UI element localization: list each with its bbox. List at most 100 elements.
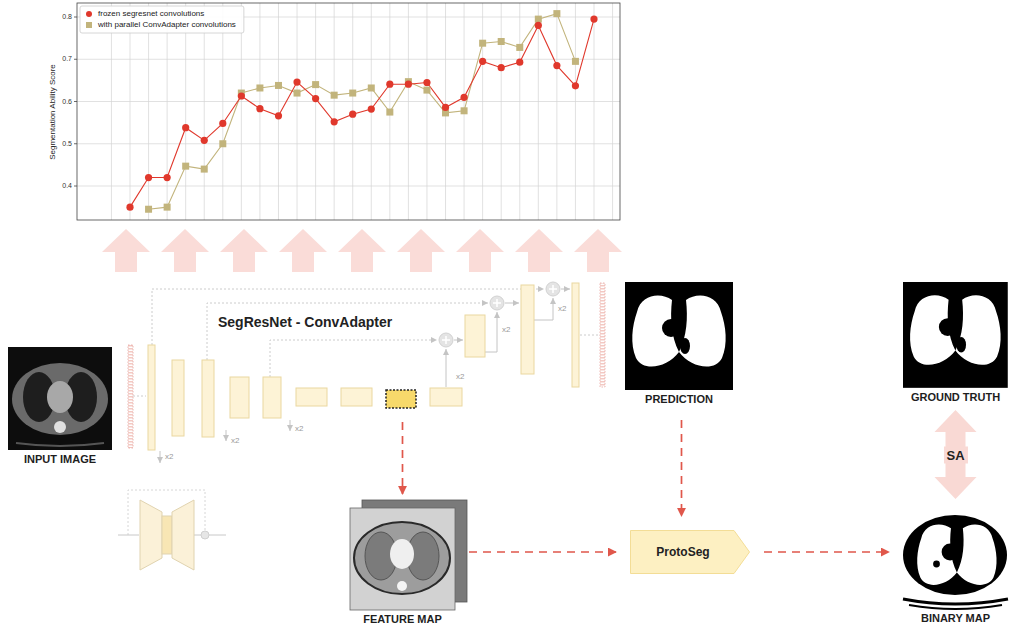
dashed-arrow — [402, 422, 404, 494]
scale-factor: x2 — [558, 304, 566, 314]
dashed-arrow — [764, 551, 889, 553]
series-marker — [331, 92, 338, 99]
feature-block — [521, 285, 534, 374]
edge-label: SA — [943, 446, 967, 463]
skip-line — [270, 340, 437, 377]
grid-line — [77, 186, 620, 187]
series-marker — [182, 163, 189, 170]
dashed-arrow — [681, 420, 683, 516]
scale-factor: x2 — [502, 325, 510, 335]
series-marker — [461, 107, 468, 114]
series-marker — [126, 204, 133, 211]
feature-map-image — [350, 508, 455, 610]
feature-block — [430, 388, 462, 406]
adapter-icon — [118, 490, 226, 570]
up-arrow — [515, 229, 563, 272]
chart-series — [126, 10, 597, 213]
series-marker — [164, 174, 171, 181]
binary-body — [903, 515, 1007, 595]
adapter-mid — [162, 516, 172, 554]
flow-arrow — [454, 340, 463, 341]
image-caption: FEATURE MAP — [363, 613, 442, 626]
series-marker — [293, 78, 300, 85]
mask-hole — [939, 318, 956, 336]
up-arrow — [279, 229, 327, 272]
mask-hole — [956, 337, 966, 353]
legend-swatch — [86, 22, 92, 28]
flow-arrow — [561, 289, 570, 290]
series-marker — [368, 106, 375, 113]
up-arrow — [161, 229, 209, 272]
image-caption: GROUND TRUTH — [911, 391, 1000, 404]
series-marker — [349, 90, 356, 97]
series-line — [130, 19, 594, 207]
series-marker — [182, 124, 189, 131]
image-caption: BINARY MAP — [921, 612, 990, 625]
feature-block — [572, 283, 579, 387]
series-marker — [479, 58, 486, 65]
grid-line — [241, 3, 242, 220]
series-marker — [553, 62, 560, 69]
feature-heart — [390, 539, 414, 569]
tick-mark — [74, 59, 77, 60]
binary-lung-shape — [917, 524, 996, 584]
flow-arrows — [160, 289, 570, 463]
tick-label: 0.8 — [62, 13, 72, 21]
feature-body — [354, 522, 450, 594]
grid-line — [408, 3, 409, 220]
up-arrow — [397, 229, 445, 272]
tick-label: 0.4 — [62, 182, 72, 190]
link-line — [580, 335, 598, 336]
plot-frame — [77, 3, 620, 220]
series-marker — [201, 137, 208, 144]
scale-factor: x2 — [165, 452, 173, 462]
series-marker — [423, 87, 430, 94]
prediction-image — [625, 282, 733, 390]
link-line — [133, 396, 146, 397]
up-arrow — [338, 229, 386, 272]
series-marker — [219, 120, 226, 127]
feature-background — [350, 508, 455, 610]
grid-line — [111, 3, 112, 220]
flow-arrow — [505, 303, 519, 304]
prediction-mask: PREDICTION — [625, 282, 733, 406]
grid-line — [297, 3, 298, 220]
series-marker — [572, 82, 579, 89]
series-marker — [256, 84, 263, 91]
downsample-arrow — [290, 420, 291, 431]
series-marker — [516, 44, 523, 51]
tick-label: 0.5 — [62, 140, 72, 148]
binary-hole — [933, 561, 940, 568]
feature-block — [296, 388, 327, 406]
feature-spine — [397, 581, 407, 591]
sum-circle — [490, 296, 504, 310]
feature-blocks — [148, 283, 579, 450]
binary-arc — [909, 605, 1002, 609]
upsample-arrow — [534, 298, 553, 320]
ct-table — [16, 443, 104, 446]
series-marker — [349, 111, 356, 118]
output-layer — [600, 283, 605, 387]
tick-label: 0.7 — [62, 55, 72, 63]
network-illustration — [128, 282, 605, 463]
double-arrow — [935, 410, 977, 499]
tick-mark — [74, 101, 77, 102]
series-marker — [331, 118, 338, 125]
series-marker — [590, 16, 597, 23]
legend-text: with parallel ConvAdapter convolutions — [98, 20, 236, 30]
adapter-sum — [201, 531, 209, 539]
grid-line — [556, 3, 557, 220]
series-marker — [368, 84, 375, 91]
binary-hole — [942, 544, 959, 561]
grid-line — [482, 3, 483, 220]
image-caption: PREDICTION — [645, 393, 713, 406]
tick-mark — [74, 17, 77, 18]
series-marker — [535, 16, 542, 23]
input-image: INPUT IMAGE — [8, 347, 112, 466]
grid-line — [77, 101, 620, 102]
up-arrow — [456, 229, 504, 272]
pentagon-outline — [631, 531, 750, 574]
series-marker — [460, 94, 467, 101]
